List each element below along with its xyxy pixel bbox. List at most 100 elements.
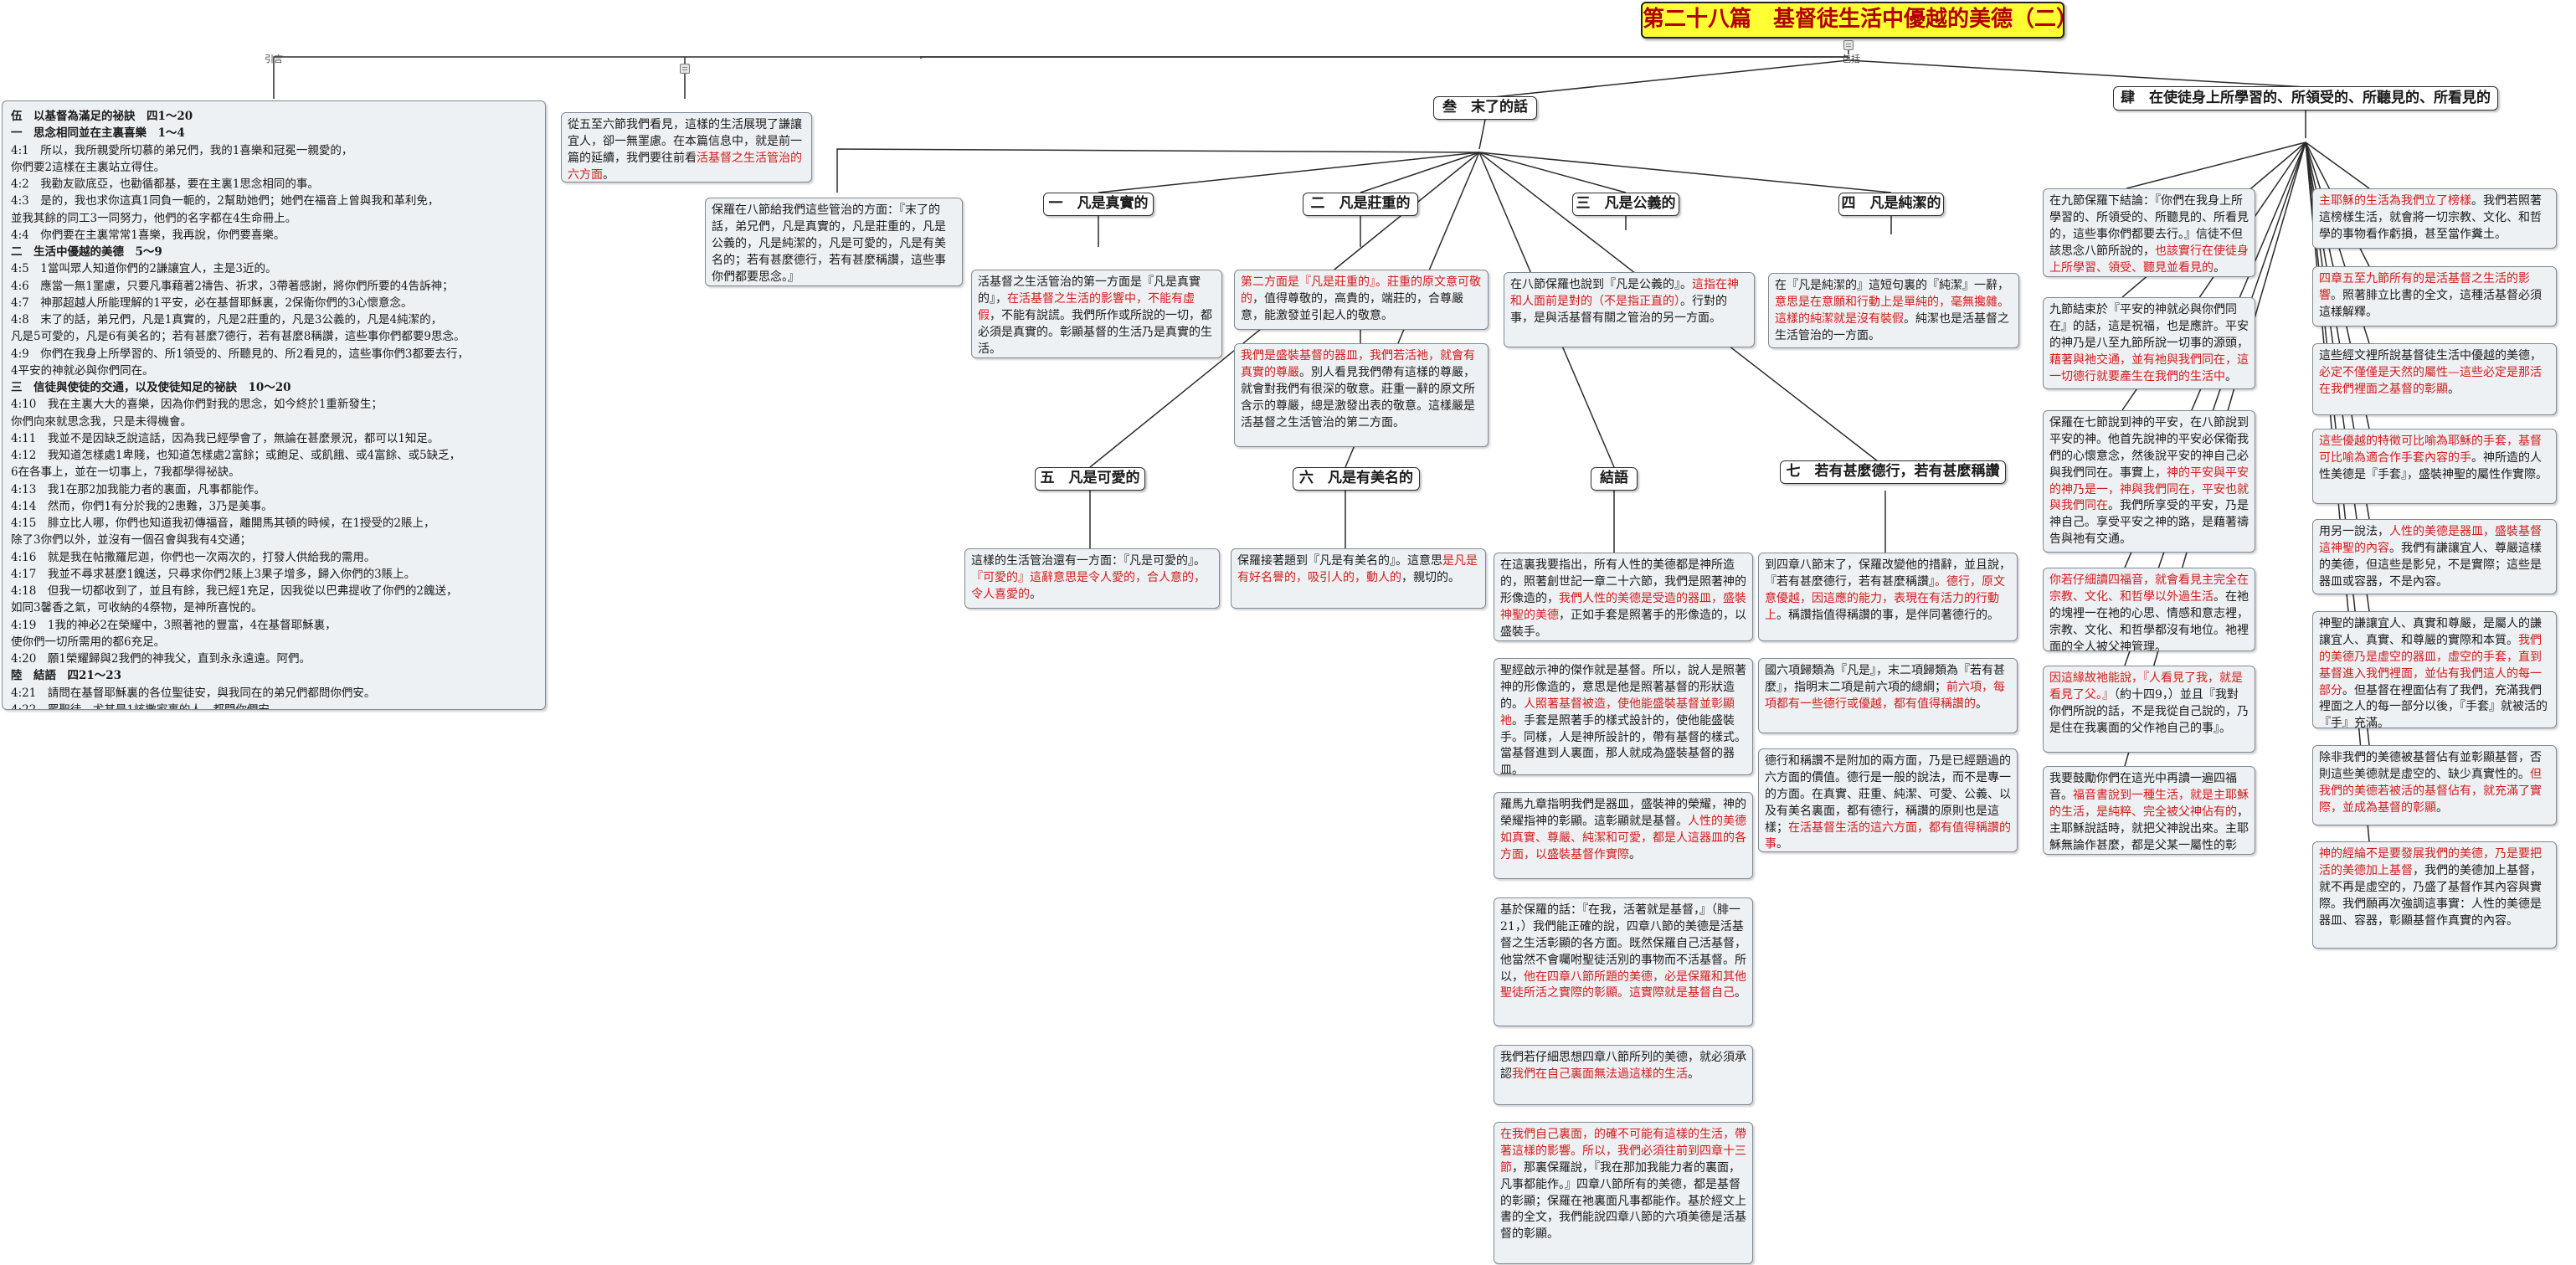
note-text: 。 [2448,382,2460,396]
note-text: 在九節保羅下結論：『你們在我身上所學習的、所領受的、所聽見的、所看見的，這些事你… [2049,194,2249,258]
connector-label-intro: 引言 [265,54,283,64]
highlight-text: 意思是在意願和行動上是單純的，毫無攙雜。這樣的純潔就是沒有裝假 [1775,295,2009,326]
scripture-line: 4:4 你們要在主裏常常1喜樂，我再說，你們要喜樂。 [11,228,285,242]
note-divine-reality: 神聖的謙讓宜人、真實和尊嚴，是屬人的謙讓宜人、真實、和尊嚴的實際和本質。我們的美… [2312,611,2557,728]
note-seen-the-father: 因這緣故祂能說，『人看見了我，就是看見了父。』（約十四9，）並且『我對你們所說的… [2043,666,2255,753]
topic-conclusion[interactable]: 結語 [1591,467,1638,491]
note-vessel-content: 用另一說法，人性的美德是器皿，盛裝基督這神聖的內容。我們有謙讓宜人、尊嚴這樣的美… [2312,519,2557,594]
scripture-line: 陸 結語 四21～23 [11,669,122,683]
note-eight-aspects: 保羅在八節給我們這些管治的方面：『末了的話，弟兄們，凡是真實的，凡是莊重的，凡是… [705,198,963,286]
note-text: 。 [2225,369,2237,383]
highlight-text: 這些優越的特徵可比喻為耶穌的手套，基督可比喻為適合作手套內容的手 [2319,435,2542,465]
scripture-line: 4:20 願1榮耀歸與2我們的神我父，直到永永遠遠。阿們。 [11,652,311,666]
note-text: 羅馬九章指明我們是器皿，盛裝神的榮耀，神的榮耀指神的彰顯。這彰顯就是基督。 [1500,798,1746,828]
note-text: 。稱讚指值得稱讚的事，是伴同著德行的。 [1776,608,1999,622]
note-masterpiece-christ: 聖經啟示神的傑作就是基督。所以，說人是照著神的形像造的，意思是他是照著基督的形狀… [1494,658,1753,775]
note-well-spoken-of: 保羅接著題到『凡是有美名的』。這意思是凡是有好名譽的，吸引人的，動人的，親切的。 [1231,548,1486,609]
note-all-things-in-him: 在我們自己裏面，的確不可能有這樣的生活，帶著這樣的影響。所以，我們必須往前到四章… [1494,1122,1753,1264]
note-to-me-living-christ: 基於保羅的話：『在我，活著就是基督，』（腓一21，）我們能正確的說，四章八節的美… [1494,897,1753,1026]
note-text: 用另一說法， [2319,525,2389,538]
highlight-text: 神的平安與平安的神乃是一，神與我們同在，平安也就與我們同在 [2049,465,2249,513]
highlight-text: 他在四章八節所題的美德，必是保羅和其他聖徒所活之實際的彰顯。這實際就是基督自己 [1500,969,1746,1000]
note-text: （約十四9，）並且『我對你們所說的話，不是我從自己說的，乃是住在我裏面的父作祂自… [2049,687,2249,735]
note-four-gospels: 你若仔細讀四福音，就會看見主完全在宗教、文化、和哲學以外過生活。在祂的塊裡一在祂… [2043,568,2255,651]
note-god-of-peace: 九節結束於『平安的神就必與你們同在』的話，這是祝福，也是應許。平安的神乃是八至九… [2043,297,2255,389]
highlight-text: 這指在神和人面前是對的（不是指正直的） [1510,278,1739,308]
scripture-line: 4:18 但我一切都收到了，並且有餘，我已經1充足，因我從以巴弗提收了你們的2餽… [11,584,458,598]
scripture-line: 4:21 請問在基督耶穌裏的各位聖徒安，與我同在的弟兄們都問你們安。 [11,686,376,700]
note-text: 。我們有謙讓宜人、尊嚴這樣的美德，但這些是影兒，不是實際；這些是器皿或容器，不是… [2319,541,2542,589]
note-righteous: 在八節保羅也說到『凡是公義的』。這指在神和人面前是對的（不是指正直的）。行對的事… [1504,272,1755,347]
highlight-text: 必定不僅僅是天然的屬性—這些必定是那活在我們裡面之基督的彰顯 [2319,365,2542,396]
scripture-line: 你們要2這樣在主裏站立得住。 [11,160,166,174]
highlight-text: 主耶穌的生活為我們立了榜樣 [2319,194,2471,208]
topic-dignified[interactable]: 二 凡是莊重的 [1303,193,1418,216]
note-text: 。別人看見我們帶有這樣的尊嚴，就會對我們有很深的敬意。莊重一辭的原文所含示的尊嚴… [1241,365,1475,429]
note-text: 。 [2436,800,2448,815]
note-text: ，親切的。 [1401,570,1460,584]
note-text: 。 [1976,697,1987,711]
highlight-text: 你若仔細讀四福音，就會看見主完全在宗教、文化、和哲學以外過生活 [2049,573,2249,604]
highlight-text: 在我們自己裏面，的確不可能有這樣的生活，帶著這樣的影響。所以，我們必須往前到四章… [1500,1128,1746,1175]
note-text: 。 [1776,837,1788,851]
note-virtue-praise: 到四章八節末了，保羅改變他的措辭，並且說，『若有甚麼德行，若有甚麼稱讚』。德行，… [1758,553,2018,641]
note-text: 到四章八節末了，保羅改變他的措辭，並且說，『若有甚麼德行，若有甚麼稱讚』 [1765,558,2011,589]
note-text: ，我們的美德加上基督，就不再是虛空的，乃盛了基督作其內容與實際。我們願再次強調這… [2319,863,2542,928]
highlight-text: 『可愛的』這辭意思是令人愛的，合人意的，令人喜愛的 [971,570,1206,601]
highlight-text: 是凡是有好名譽的，吸引人的，動人的 [1237,554,1478,584]
topic-pure[interactable]: 四 凡是純潔的 [1838,193,1944,216]
note-economy: 神的經綸不是要發展我們的美德，乃是要把活的美德加上基督，我們的美德加上基督，就不… [2312,841,2557,949]
note-text: ，不能有說謊。我們所作或所說的一切，都必須是真實的。彰顯基督的生活乃是真實的生活… [978,308,1212,356]
scripture-line: 二 生活中優越的美德 5～9 [11,245,162,259]
note-reread-gospels: 我要鼓勵你們在這光中再讀一遍四福音。福音書說到一種生活，就是主耶穌的生活，是純粹… [2043,766,2255,855]
note-text: 。 [1688,1067,1699,1081]
highlight-text: 但我們的美德若被活的基督佔有，就充滿了實際，並成為基督的彰顯 [2319,767,2542,815]
note-text: 這些經文裡所說基督徒生活中優越的美德， [2319,349,2542,363]
highlight-text: 藉著與祂交通，並有祂與我們同在，這一切德行就要產生在我們的生活中 [2049,352,2249,383]
notes-icon[interactable] [1843,40,1854,50]
topic-closing-words[interactable]: 叁 末了的話 [1433,96,1537,120]
note-text: 。 [1629,847,1641,861]
highlight-text: 我們的美德乃是虛空的器皿，虛空的手套，直到基督進入我們裡面，並佔有我們這人的每一… [2319,633,2542,697]
highlight-text: 因這緣故祂能說，『人看見了我，就是看見了父。』 [2049,671,2243,702]
note-text: ，那裏保羅說，『我在那加我能力者的裏面，凡事都能作。』四章八節所有的美德，都是基… [1500,1160,1746,1242]
topic-virtue-praise[interactable]: 七 若有甚麼德行，若有甚麼稱讚 [1780,460,2006,484]
note-text: 。照著腓立比書的全文，這種活基督必須這樣解釋。 [2319,288,2542,319]
note-practice-apostle: 在九節保羅下結論：『你們在我身上所學習的、所領受的、所聽見的、所看見的，這些事你… [2043,188,2255,277]
topic-righteous[interactable]: 三 凡是公義的 [1572,193,1679,216]
scripture-line: 4:5 1當叫眾人知道你們的2謙讓宜人，主是3近的。 [11,262,277,276]
highlight-text: 我們是盛裝基督的器皿，我們若活祂，就會有真實的尊嚴 [1241,349,1475,379]
note-text: ，主耶穌說話時，就把父神說出來。主耶穌無論作甚麼，都是父某一屬性的彰顯。 [2049,805,2249,852]
note-text: 。我們若照著這榜樣生活，就會將一切宗教、文化、和哲學的事物看作虧損，甚至當作糞土… [2319,194,2542,241]
scripture-line: 三 信徒與使徒的交通，以及使徒知足的祕訣 10～20 [11,381,291,394]
note-pure: 在『凡是純潔的』這短句裏的『純潔』一辭，意思是在意願和行動上是單純的，毫無攙雜。… [1768,273,2019,348]
scripture-line: 你們向來就思念我，只是未得機會。 [11,414,192,429]
note-six-and-two: 國六項歸類為『凡是』，末二項歸類為『若有甚麼』，指明末二項是前六項的總綱；前六項… [1758,658,2018,733]
note-text: ，值得尊敬的，高貴的，端莊的，合尊嚴意，能激發並引起人的敬意。 [1241,291,1463,322]
note-text: 。純潔也是活基督之生活管治的一方面。 [1775,311,2009,342]
scripture-line: 6在各事上，並在一切事上，7我都學得祕訣。 [11,465,240,480]
scripture-line: 凡是5可愛的，凡是6有美名的；若有甚麼7德行，若有甚麼8稱讚，這些事你們都要9思… [11,330,465,344]
root-topic[interactable]: 第二十八篇 基督徒生活中優越的美德（二） [1641,2,2064,39]
notes-icon[interactable] [680,64,690,74]
note-text: 。在祂的塊裡一在祂的心思、情感和意志裡，宗教、文化、和哲學都沒有地位。祂裡面的全… [2049,589,2249,651]
highlight-text: 前六項，每項都有一些德行或優越，都有值得稱讚的 [1765,680,2005,711]
topic-well-spoken-of[interactable]: 六 凡是有美名的 [1293,467,1420,491]
topic-true[interactable]: 一 凡是真實的 [1043,193,1154,216]
highlight-text: 人照著基督被造，使他能盛裝基督並彰顯祂 [1500,697,1735,728]
note-influence: 四章五至九節所有的是活基督之生活的影響。照著腓立比書的全文，這種活基督必須這樣解… [2312,266,2557,327]
note-text: 。行對的事，是與活基督有關之管治的另一方面。 [1510,294,1727,325]
scripture-line: 並我其餘的同工3一同努力，他們的名字都在4生命冊上。 [11,211,297,225]
note-vessels-glory: 羅馬九章指明我們是器皿，盛裝神的榮耀，神的榮耀指神的彰顯。這彰顯就是基督。人性的… [1494,792,1753,879]
topic-lovely[interactable]: 五 凡是可愛的 [1035,467,1145,491]
note-text: 德行和稱讚不是附加的兩方面，乃是已經題過的六方面的價值。德行是一般的說法，而不是… [1765,754,2011,835]
note-text: 。 [2214,260,2225,275]
note-possessed-by-christ: 除非我們的美德被基督佔有並彰顯基督，否則這些美德就是虛空的、缺少真實性的。但我們… [2312,745,2557,825]
note-not-natural: 這些經文裡所說基督徒生活中優越的美德， 必定不僅僅是天然的屬性—這些必定是那活在我… [2312,343,2557,415]
scripture-line: 4:17 我並不尋求甚麼1餽送，只尋求你們2賬上3果子增多，歸入你們的3賬上。 [11,567,416,581]
highlight-text: 人性的美德是器皿，盛裝基督這神聖的內容 [2319,525,2542,555]
note-text: 我們若仔細思想四章八節所列的美德，就必須承認 [1500,1051,1746,1081]
topic-learned-from-apostle[interactable]: 肆 在使徒身上所學習的、所領受的、所聽見的、所看見的 [2113,86,2498,111]
scripture-line: 4平安的神就必與你們同在。 [11,363,154,378]
